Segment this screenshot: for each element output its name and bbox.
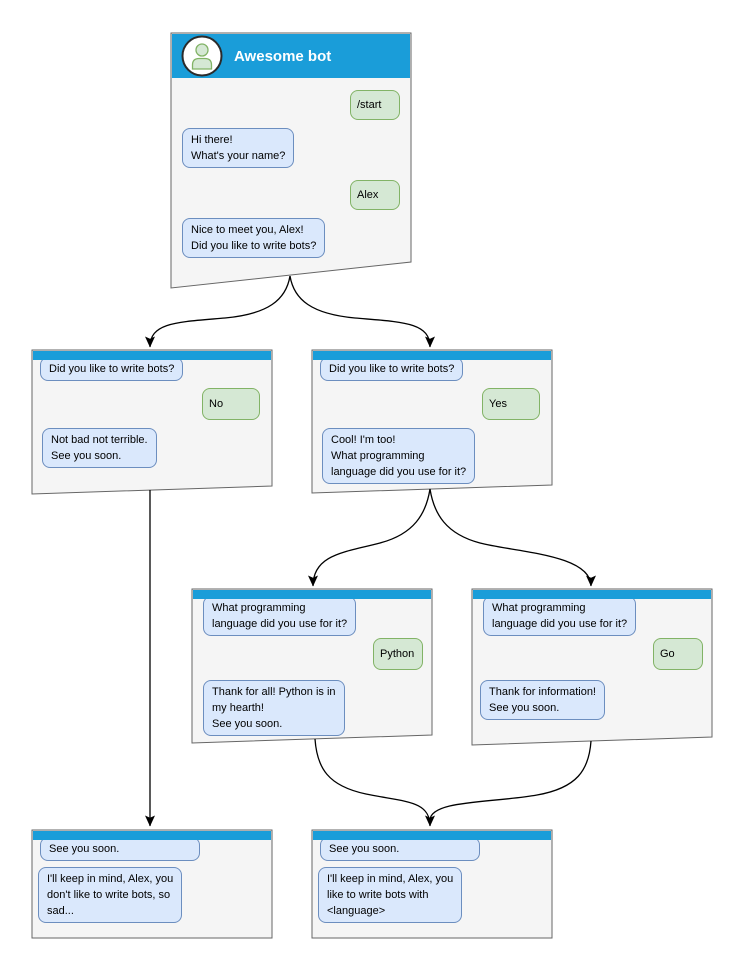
bot-message-bubble: Cool! I'm too! What programming language… — [322, 428, 476, 484]
edge-branch-python-to-end-happy — [314, 738, 435, 827]
bot-message-bubble: Nice to meet you, Alex! Did you like to … — [182, 218, 326, 258]
user-message-bubble: No — [202, 388, 260, 420]
bot-message-bubble: I'll keep in mind, Alex, you like to wri… — [318, 867, 463, 923]
user-message-bubble: Alex — [350, 180, 400, 210]
bot-message-bubble: See you soon. — [320, 837, 480, 861]
bot-message-bubble: What programming language did you use fo… — [483, 596, 637, 636]
chat-titlebar: Awesome bot — [172, 34, 410, 78]
chat-window-branch-no: Did you like to write bots? No Not bad n… — [32, 350, 272, 494]
bot-message-bubble: Did you like to write bots? — [320, 357, 464, 381]
edge-branch-yes-to-branch-go — [429, 488, 596, 587]
chat-window-end-sad: See you soon. I'll keep in mind, Alex, y… — [32, 830, 272, 938]
bot-message-bubble: Thank for all! Python is in my hearth! S… — [203, 680, 345, 736]
bot-message-bubble: I'll keep in mind, Alex, you don't like … — [38, 867, 183, 923]
chat-titlebar — [473, 590, 711, 599]
bot-message-bubble: What programming language did you use fo… — [203, 596, 357, 636]
chat-titlebar — [193, 590, 431, 599]
user-message-bubble: Python — [373, 638, 423, 670]
edge-branch-yes-to-branch-python — [308, 488, 431, 587]
chat-window-branch-yes: Did you like to write bots? Yes Cool! I'… — [312, 350, 552, 493]
user-message-bubble: Go — [653, 638, 703, 670]
user-message-bubble: /start — [350, 90, 400, 120]
bot-message-bubble: Did you like to write bots? — [40, 357, 184, 381]
edge-awesome-bot-to-branch-yes — [289, 275, 435, 348]
edge-branch-go-to-end-happy — [429, 740, 592, 821]
bot-message-bubble: See you soon. — [40, 837, 200, 861]
bot-message-bubble: Not bad not terrible. See you soon. — [42, 428, 157, 468]
chat-title: Awesome bot — [234, 47, 332, 65]
chat-titlebar — [33, 351, 271, 360]
chat-window-awesome-bot: Awesome bot /start Hi there! What's your… — [171, 33, 411, 288]
bot-avatar-icon — [181, 35, 223, 77]
chat-titlebar — [33, 831, 271, 840]
chat-titlebar — [313, 351, 551, 360]
chat-window-branch-go: What programming language did you use fo… — [472, 589, 712, 745]
bot-message-bubble: Hi there! What's your name? — [182, 128, 295, 168]
bot-message-bubble: Thank for information! See you soon. — [480, 680, 605, 720]
chat-titlebar — [313, 831, 551, 840]
user-message-bubble: Yes — [482, 388, 540, 420]
chat-window-end-happy: See you soon. I'll keep in mind, Alex, y… — [312, 830, 552, 938]
edge-awesome-bot-to-branch-no — [145, 275, 291, 348]
chat-window-branch-python: What programming language did you use fo… — [192, 589, 432, 743]
